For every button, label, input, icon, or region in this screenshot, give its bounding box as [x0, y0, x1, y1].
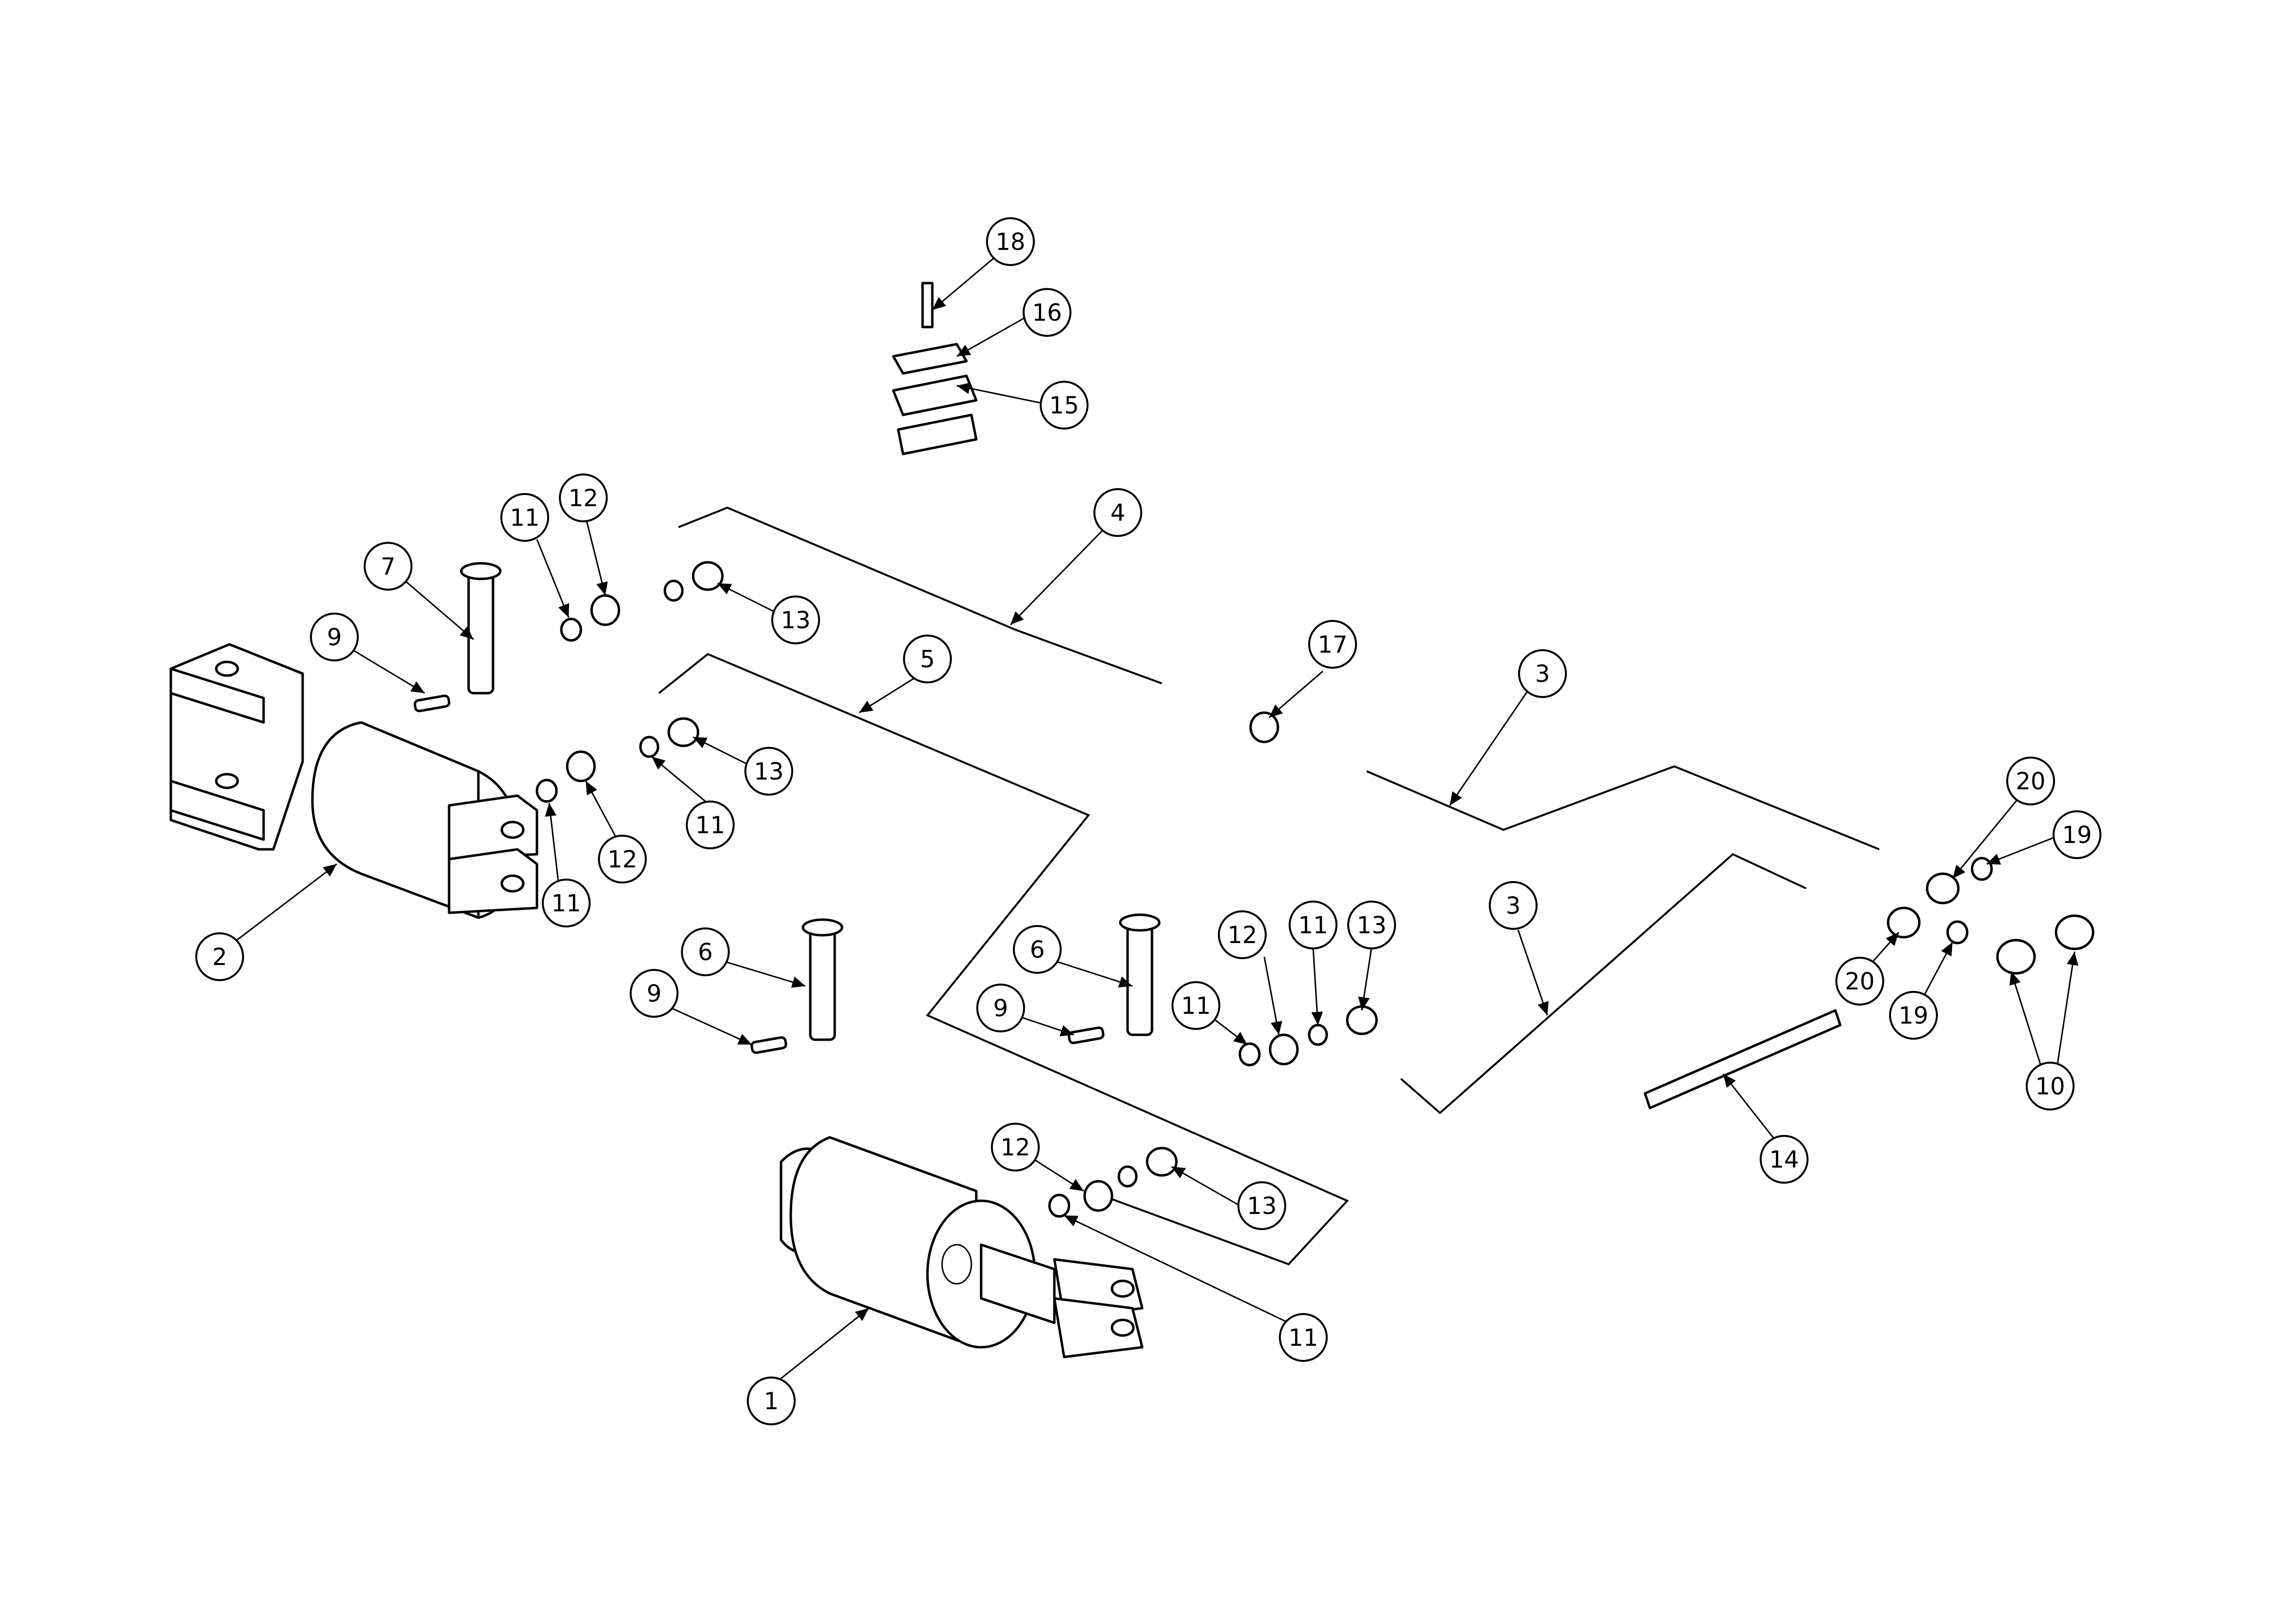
- callout-7: 7: [364, 542, 412, 591]
- svg-text:13: 13: [1357, 912, 1386, 939]
- svg-text:15: 15: [1049, 392, 1079, 419]
- callout-11: 11: [1289, 901, 1337, 949]
- svg-text:3: 3: [1535, 660, 1550, 688]
- svg-text:9: 9: [327, 624, 342, 651]
- callout-12: 12: [1218, 910, 1267, 959]
- callout-14: 14: [1760, 1135, 1809, 1184]
- callout-17: 17: [1308, 620, 1357, 669]
- hose-3-upper: [1366, 765, 1880, 850]
- hose-3-lower: [1400, 853, 1807, 1114]
- svg-text:10: 10: [2035, 1073, 2065, 1100]
- callout-3: 3: [1518, 649, 1567, 698]
- svg-text:11: 11: [1288, 1324, 1318, 1352]
- callout-13: 13: [1237, 1181, 1286, 1230]
- callout-19: 19: [2053, 810, 2101, 859]
- callout-11: 11: [542, 879, 591, 927]
- callout-6: 6: [1013, 925, 1062, 974]
- leader-lines: [234, 243, 2078, 1387]
- svg-text:4: 4: [1110, 499, 1126, 527]
- cylinder-1: [780, 1136, 1144, 1358]
- svg-text:12: 12: [1000, 1134, 1030, 1161]
- callout-9: 9: [976, 984, 1025, 1032]
- callout-13: 13: [771, 596, 820, 644]
- svg-text:12: 12: [1227, 922, 1257, 949]
- svg-text:13: 13: [1247, 1192, 1276, 1220]
- svg-text:18: 18: [995, 228, 1025, 256]
- callout-19: 19: [1889, 991, 1938, 1040]
- svg-text:11: 11: [1298, 912, 1328, 939]
- svg-text:7: 7: [381, 553, 396, 580]
- callout-6: 6: [681, 927, 730, 976]
- svg-text:9: 9: [993, 995, 1008, 1022]
- callout-12: 12: [598, 835, 647, 884]
- callout-3: 3: [1489, 881, 1538, 930]
- svg-text:2: 2: [212, 944, 227, 971]
- spiral-wrap-14: [1644, 1009, 1842, 1110]
- callout-20: 20: [1835, 957, 1884, 1006]
- callout-10: 10: [2026, 1062, 2075, 1110]
- svg-text:20: 20: [2015, 768, 2045, 795]
- clevis-pins: [413, 562, 1161, 1054]
- clamp-assembly: [892, 282, 978, 455]
- svg-text:12: 12: [607, 846, 637, 873]
- callout-12: 12: [991, 1123, 1040, 1172]
- fittings: [535, 561, 2095, 1218]
- svg-text:17: 17: [1317, 631, 1347, 658]
- svg-text:19: 19: [1898, 1002, 1928, 1029]
- hose-4: [678, 506, 1162, 684]
- callout-18: 18: [986, 217, 1035, 266]
- svg-text:19: 19: [2062, 822, 2092, 849]
- callout-5: 5: [903, 635, 952, 683]
- callout-4: 4: [1093, 488, 1142, 537]
- callout-9: 9: [630, 969, 678, 1018]
- svg-text:20: 20: [1845, 968, 1874, 995]
- svg-text:11: 11: [1181, 992, 1211, 1020]
- callout-13: 13: [1347, 901, 1396, 949]
- callout-15: 15: [1040, 381, 1089, 430]
- svg-text:3: 3: [1506, 892, 1521, 920]
- svg-text:14: 14: [1769, 1146, 1799, 1173]
- callout-11: 11: [686, 801, 735, 849]
- svg-text:6: 6: [1030, 936, 1045, 964]
- svg-text:16: 16: [1032, 299, 1062, 327]
- callout-2: 2: [195, 932, 244, 981]
- callout-12: 12: [559, 473, 608, 522]
- svg-text:9: 9: [647, 980, 662, 1007]
- callout-11: 11: [500, 493, 549, 542]
- hose-5: [658, 653, 1349, 1266]
- svg-text:11: 11: [551, 890, 581, 917]
- svg-text:11: 11: [695, 812, 725, 839]
- cylinder-2: [169, 643, 538, 919]
- callout-20: 20: [2006, 757, 2055, 805]
- callout-16: 16: [1023, 288, 1071, 337]
- svg-text:6: 6: [698, 939, 713, 966]
- svg-text:13: 13: [781, 607, 810, 634]
- callout-13: 13: [744, 747, 793, 796]
- svg-text:13: 13: [754, 758, 783, 785]
- callout-11: 11: [1172, 981, 1220, 1030]
- svg-text:11: 11: [510, 504, 539, 532]
- callout-1: 1: [747, 1377, 796, 1425]
- svg-text:5: 5: [920, 646, 935, 673]
- callout-9: 9: [310, 613, 359, 661]
- callout-11: 11: [1279, 1313, 1328, 1362]
- svg-text:1: 1: [764, 1388, 779, 1415]
- svg-text:12: 12: [568, 485, 598, 512]
